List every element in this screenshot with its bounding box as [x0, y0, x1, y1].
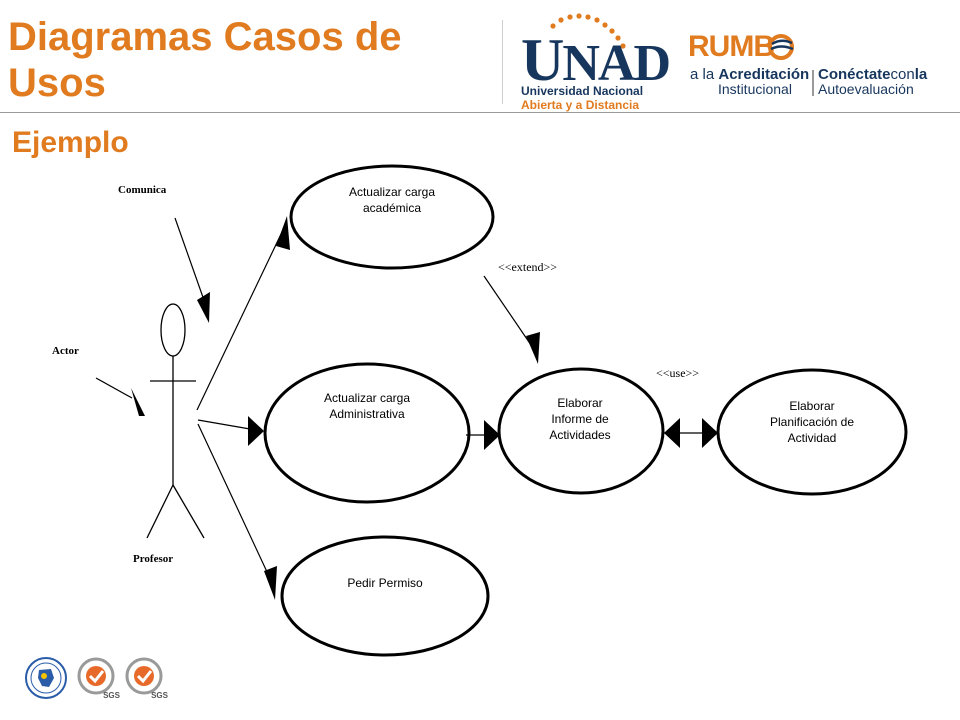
- unad-dots-icon: [550, 13, 626, 49]
- page-title: Diagramas Casos de Usos: [8, 15, 402, 105]
- footer-badge-colombia: [24, 656, 68, 700]
- uc4-line1: Elaborar: [557, 396, 602, 410]
- rumbo-right1-bold2: la: [914, 66, 928, 83]
- actor-head: [160, 303, 186, 357]
- actor-left-leg: [146, 484, 174, 539]
- rumbo-line2: Institucional: [718, 81, 792, 97]
- uc5-line1: Elaborar: [789, 399, 834, 413]
- footer-badge-sgs-2: SGS: [124, 656, 168, 700]
- unad-line1: Universidad Nacional: [521, 84, 644, 98]
- footer-badge-sgs-1: SGS: [76, 656, 120, 700]
- uc4-line2: Informe de: [551, 412, 609, 426]
- rumbo-right2: Autoevaluación: [818, 81, 914, 97]
- title-divider: [0, 112, 960, 113]
- extend-relation: [483, 275, 540, 364]
- label-use: <<use>>: [656, 366, 699, 380]
- assoc-actor-uc2: [197, 416, 264, 446]
- unad-mark: UNAD: [521, 27, 671, 93]
- colombia-seal-icon: [25, 657, 67, 699]
- header-logo-divider: [502, 20, 503, 104]
- rumbo-line1-prefix: a la: [690, 66, 719, 83]
- label-actor: Actor: [52, 345, 79, 357]
- rumbo-right1: Conéctateconla: [818, 66, 927, 83]
- uc4-line3: Actividades: [549, 428, 610, 442]
- actor-pointer: [95, 377, 145, 416]
- uc5-line2: Planificación de: [770, 415, 854, 429]
- rumbo-line1: a la Acreditación: [690, 66, 809, 83]
- uc5-line3: Actividad: [788, 431, 837, 445]
- rumbo-word: RUMB: [688, 30, 775, 63]
- page-subtitle: Ejemplo: [12, 126, 129, 159]
- uc2-line2: Administrativa: [329, 407, 405, 421]
- assoc-actor-uc1: [196, 216, 290, 411]
- unad-logo: UNAD Universidad Nacional Abierta y a Di…: [515, 12, 671, 112]
- comunica-pointer: [174, 217, 210, 323]
- rumbo-line1-bold: Acreditación: [718, 66, 810, 83]
- use-relation: [664, 418, 718, 448]
- uc3-line1: Pedir Permiso: [347, 576, 423, 590]
- rumbo-logo: RUMB a la Acreditación Institucional Con…: [688, 30, 928, 100]
- uc1-line1: Actualizar carga: [349, 185, 435, 199]
- certification-check-icon: [77, 657, 115, 695]
- relation-uc2-uc4: [466, 420, 500, 450]
- unad-line2: Abierta y a Distancia: [521, 98, 640, 112]
- rumbo-right1-bold: Conéctate: [818, 66, 891, 83]
- use-case-pedir-permiso: Pedir Permiso: [280, 535, 490, 657]
- use-case-actualizar-carga-academica: Actualizar carga académica: [289, 164, 495, 270]
- rumbo-globe-icon: [768, 34, 794, 60]
- actor-right-leg: [172, 484, 205, 539]
- use-case-elaborar-informe: Elaborar Informe de Actividades: [497, 367, 665, 495]
- sgs-label-2: SGS: [151, 691, 168, 700]
- sgs-label-1: SGS: [103, 691, 120, 700]
- label-profesor: Profesor: [133, 553, 173, 565]
- rumbo-right1-light: con: [890, 66, 915, 83]
- assoc-actor-uc3: [197, 423, 277, 600]
- actor-stick-figure: [146, 303, 205, 539]
- use-case-elaborar-planificacion: Elaborar Planificación de Actividad: [716, 368, 908, 496]
- uc1-line2: académica: [363, 201, 421, 215]
- use-case-actualizar-carga-administrativa: Actualizar carga Administrativa: [263, 362, 471, 504]
- rumbo-separator: [812, 70, 814, 96]
- certification-check-icon: [125, 657, 163, 695]
- uc2-line1: Actualizar carga: [324, 391, 410, 405]
- label-extend: <<extend>>: [498, 260, 557, 274]
- label-comunica: Comunica: [118, 184, 167, 196]
